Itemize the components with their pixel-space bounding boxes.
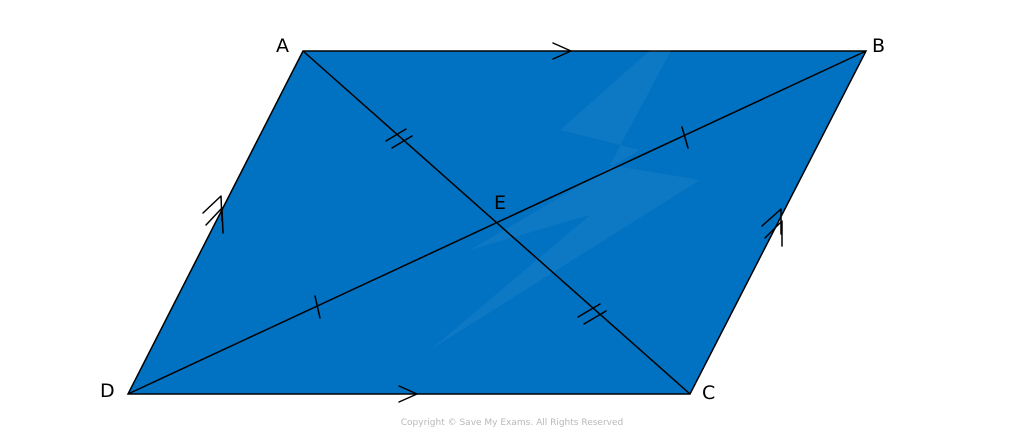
single-tick-eb [681, 126, 689, 149]
vertex-label-a: A [276, 35, 289, 57]
vertex-label-b: B [872, 35, 885, 57]
double-tick-ae [385, 128, 413, 149]
copyright-notice: Copyright © Save My Exams. All Rights Re… [400, 418, 624, 428]
parallel-arrow-ab [552, 42, 572, 60]
vertex-label-d: D [100, 380, 115, 402]
single-tick-de [314, 295, 321, 319]
parallel-double-arrow-ad [202, 195, 224, 234]
vertex-label-c: C [702, 382, 715, 404]
vertex-label-e: E [494, 192, 506, 214]
watermark-logo [430, 15, 700, 350]
diagonal-db [127, 50, 867, 395]
double-tick-ec [577, 303, 607, 325]
parallel-arrow-dc [398, 385, 418, 403]
parallel-double-arrow-bc [761, 208, 783, 247]
